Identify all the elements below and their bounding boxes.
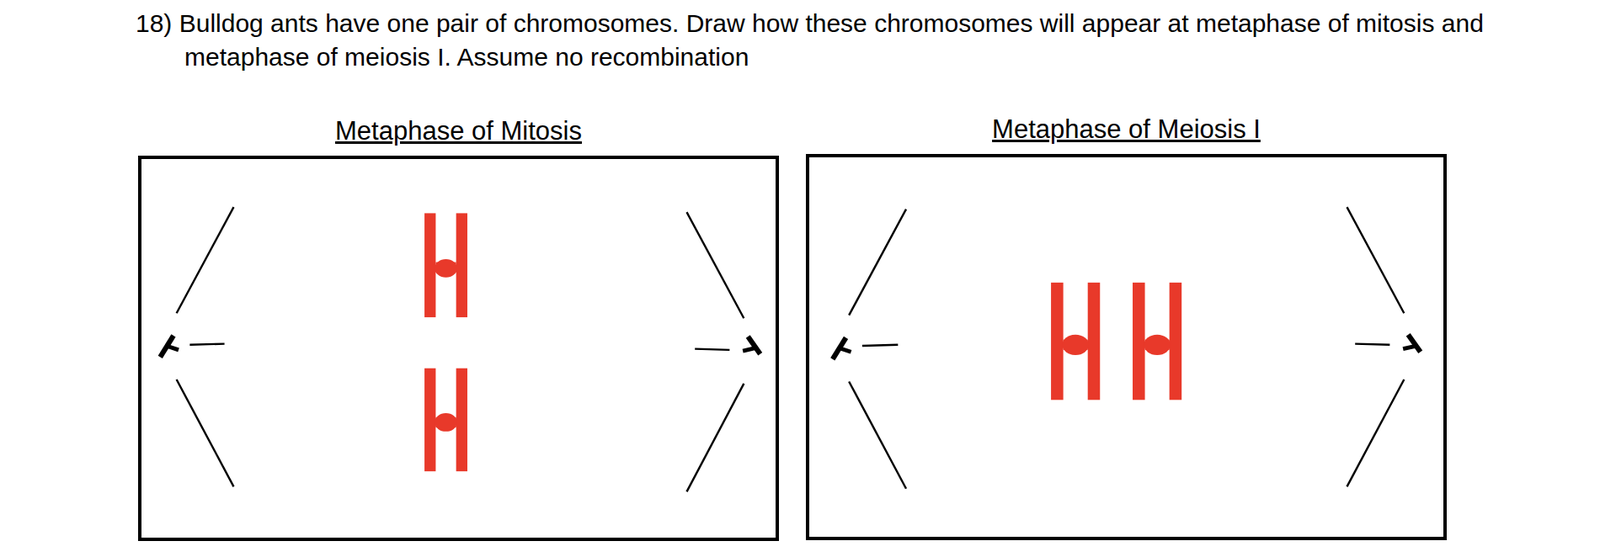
spindle-left-panel	[160, 207, 761, 492]
cell-panel: Metaphase of Meiosis I	[805, 154, 1447, 541]
panel-heading: Metaphase of Mitosis	[107, 115, 810, 148]
question-text: 18) Bulldog ants have one pair of chromo…	[135, 6, 1589, 75]
panel-heading: Metaphase of Meiosis I	[775, 113, 1478, 146]
chromosomes	[424, 213, 1182, 472]
cell-panel: Metaphase of Mitosis	[138, 155, 779, 542]
spindle-right-panel	[832, 207, 1421, 490]
